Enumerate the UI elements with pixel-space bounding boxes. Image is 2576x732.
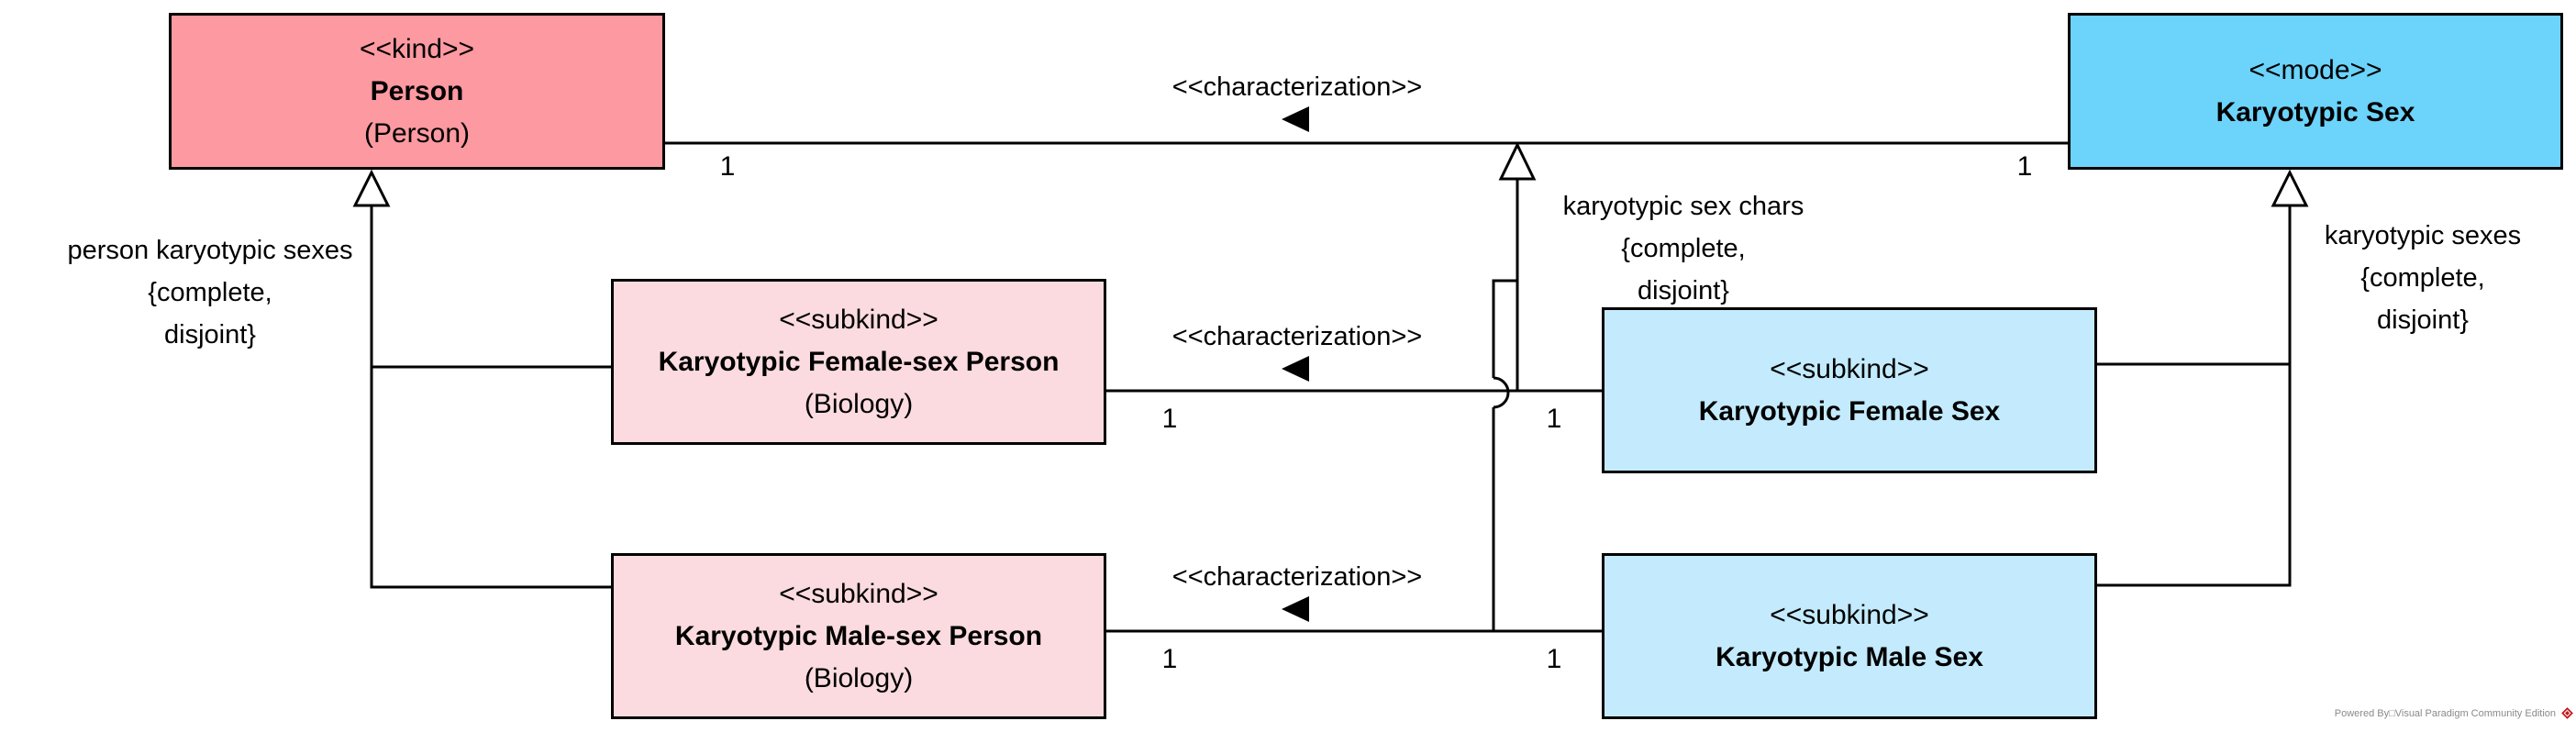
multiplicity-label: 1 [1546, 644, 1562, 674]
genset-label-line: karyotypic sexes [2324, 221, 2522, 250]
class-name: Karyotypic Female Sex [1698, 395, 2001, 427]
class-name: Karyotypic Male Sex [1715, 641, 1983, 672]
class-karyotypic-female-sex: <<subkind>> Karyotypic Female Sex [1602, 307, 2097, 473]
multiplicity-label: 1 [1161, 644, 1178, 674]
class-karyotypic-male-sex-person: <<subkind>> Karyotypic Male-sex Person (… [611, 553, 1106, 719]
generalization-set-label-association: karyotypic sex chars {complete, disjoint… [1563, 185, 1804, 312]
generalization-triangle-icon [2271, 169, 2309, 207]
line-hop-arc [1493, 376, 1510, 409]
genset-label-line: karyotypic sex chars [1562, 192, 1804, 221]
visual-paradigm-logo-icon [2561, 707, 2573, 719]
class-karyotypic-male-sex: <<subkind>> Karyotypic Male Sex [1602, 553, 2097, 719]
generalization-triangle-icon [1498, 141, 1537, 181]
genset-label-line: {complete, [2360, 263, 2485, 293]
generalization-set-label-karyotypic-sex: karyotypic sexes {complete, disjoint} [2325, 215, 2521, 341]
class-stereotype: <<mode>> [2248, 54, 2382, 85]
genset-label-line: disjoint} [2377, 305, 2469, 335]
class-stereotype: <<subkind>> [1770, 599, 1929, 630]
genset-label-line: disjoint} [164, 320, 256, 349]
genset-label-line: disjoint} [1638, 276, 1729, 305]
association-stereotype-label: <<characterization>> [1171, 72, 1423, 102]
class-stereotype: <<subkind>> [779, 304, 938, 335]
multiplicity-label: 1 [719, 151, 736, 182]
class-name: Karyotypic Sex [2215, 96, 2415, 128]
generalization-set-association-lines [1492, 179, 1519, 631]
class-tagline: (Biology) [804, 388, 914, 419]
watermark-text: Powered By□Visual Paradigm Community Edi… [2334, 707, 2556, 719]
class-karyotypic-sex: <<mode>> Karyotypic Sex [2068, 13, 2563, 170]
multiplicity-label: 1 [1161, 404, 1178, 434]
generalization-set-person-lines [370, 205, 611, 589]
class-name: Karyotypic Female-sex Person [658, 346, 1060, 377]
watermark: Powered By□Visual Paradigm Community Edi… [2220, 706, 2574, 720]
class-tagline: (Biology) [804, 662, 914, 693]
direction-arrow-icon [1282, 106, 1309, 132]
genset-label-line: {complete, [1621, 234, 1746, 263]
generalization-triangle-icon [352, 169, 391, 207]
direction-arrow-icon [1282, 356, 1309, 382]
association-stereotype-label: <<characterization>> [1171, 562, 1423, 592]
direction-arrow-icon [1282, 596, 1309, 622]
genset-label-line: person karyotypic sexes [67, 236, 353, 265]
class-stereotype: <<kind>> [359, 33, 475, 64]
class-stereotype: <<subkind>> [1770, 353, 1929, 384]
class-tagline: (Person) [363, 117, 471, 149]
class-stereotype: <<subkind>> [779, 578, 938, 609]
class-person: <<kind>> Person (Person) [169, 13, 665, 170]
multiplicity-label: 1 [2016, 151, 2033, 182]
class-karyotypic-female-sex-person: <<subkind>> Karyotypic Female-sex Person… [611, 279, 1106, 445]
multiplicity-label: 1 [1546, 404, 1562, 434]
generalization-set-karyotypic-sex-lines [2097, 205, 2292, 587]
genset-label-line: {complete, [148, 278, 272, 307]
generalization-set-label-person: person karyotypic sexes {complete, disjo… [67, 229, 352, 356]
class-name: Karyotypic Male-sex Person [674, 620, 1043, 651]
class-name: Person [370, 75, 464, 106]
association-stereotype-label: <<characterization>> [1171, 322, 1423, 351]
